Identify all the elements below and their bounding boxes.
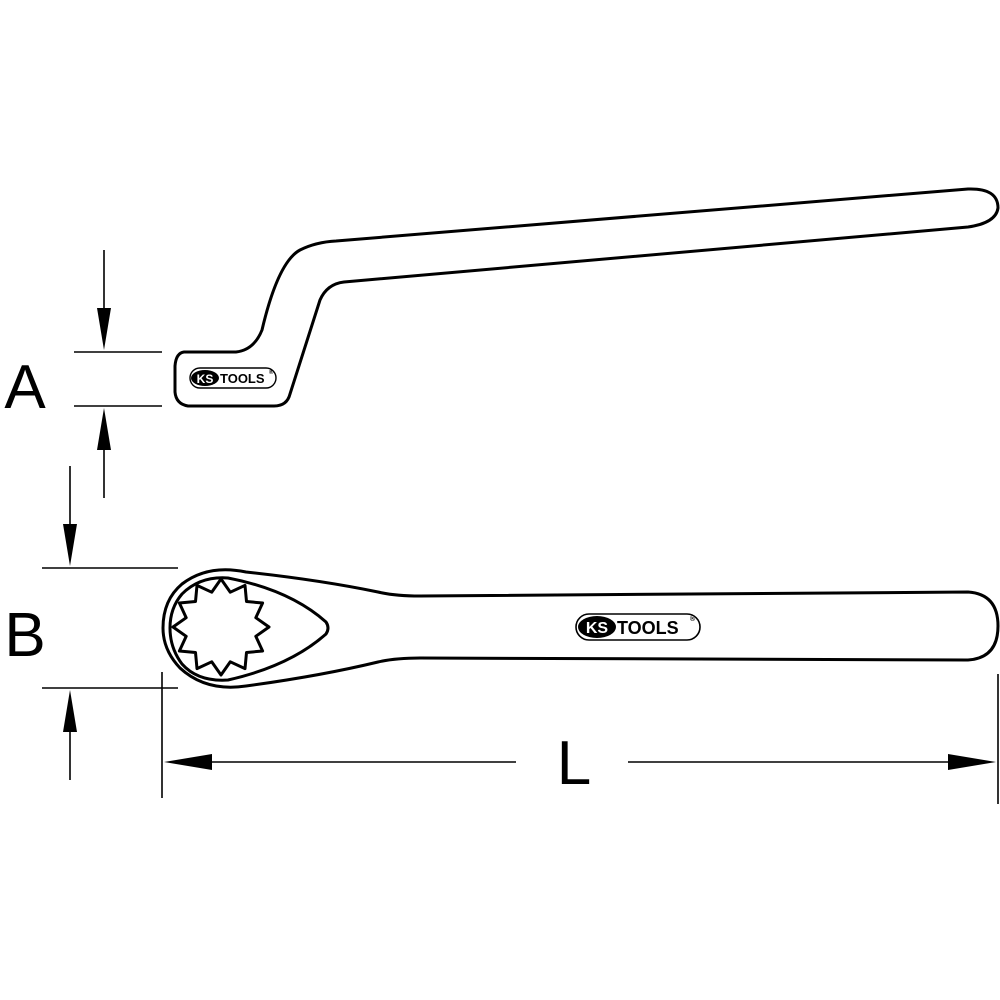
- top-logo-ks-oval: [578, 616, 616, 638]
- top-logo-tools-text: TOOLS: [617, 618, 679, 638]
- top-view-logo: KS TOOLS ®: [575, 613, 701, 641]
- side-view-logo: KS TOOLS ®: [189, 367, 277, 389]
- logo-ks-oval: [191, 370, 219, 386]
- dimension-a-arrow-up-icon: [97, 408, 111, 450]
- logo-ks-text: KS: [197, 372, 214, 386]
- dimension-l: L: [161, 672, 999, 804]
- dimension-a-label: A: [4, 353, 46, 422]
- wrench-side-view: KS TOOLS ®: [173, 187, 1000, 408]
- logo-tools-text: TOOLS: [220, 371, 265, 386]
- side-view-outline: [173, 187, 1000, 408]
- ring-head-inner-outline: [168, 576, 330, 682]
- wrench-top-view: KS TOOLS ®: [161, 568, 1000, 689]
- dimension-b-arrow-down-icon: [63, 524, 77, 566]
- dimension-l-arrow-left-icon: [164, 754, 212, 770]
- dimension-a-arrow-down-icon: [97, 308, 111, 350]
- logo-registered-mark: ®: [269, 369, 274, 376]
- twelve-point-socket-icon: [171, 577, 271, 677]
- dimension-l-arrow-right-icon: [948, 754, 996, 770]
- top-logo-registered-mark: ®: [690, 615, 696, 623]
- dimension-b-label: B: [4, 601, 45, 670]
- dimension-b-arrow-up-icon: [63, 690, 77, 732]
- dimension-l-label: L: [557, 729, 591, 798]
- top-logo-ks-text: KS: [586, 620, 609, 637]
- dimension-a: A: [4, 250, 162, 498]
- top-view-outline: [161, 568, 1000, 689]
- dimension-b: B: [4, 466, 178, 780]
